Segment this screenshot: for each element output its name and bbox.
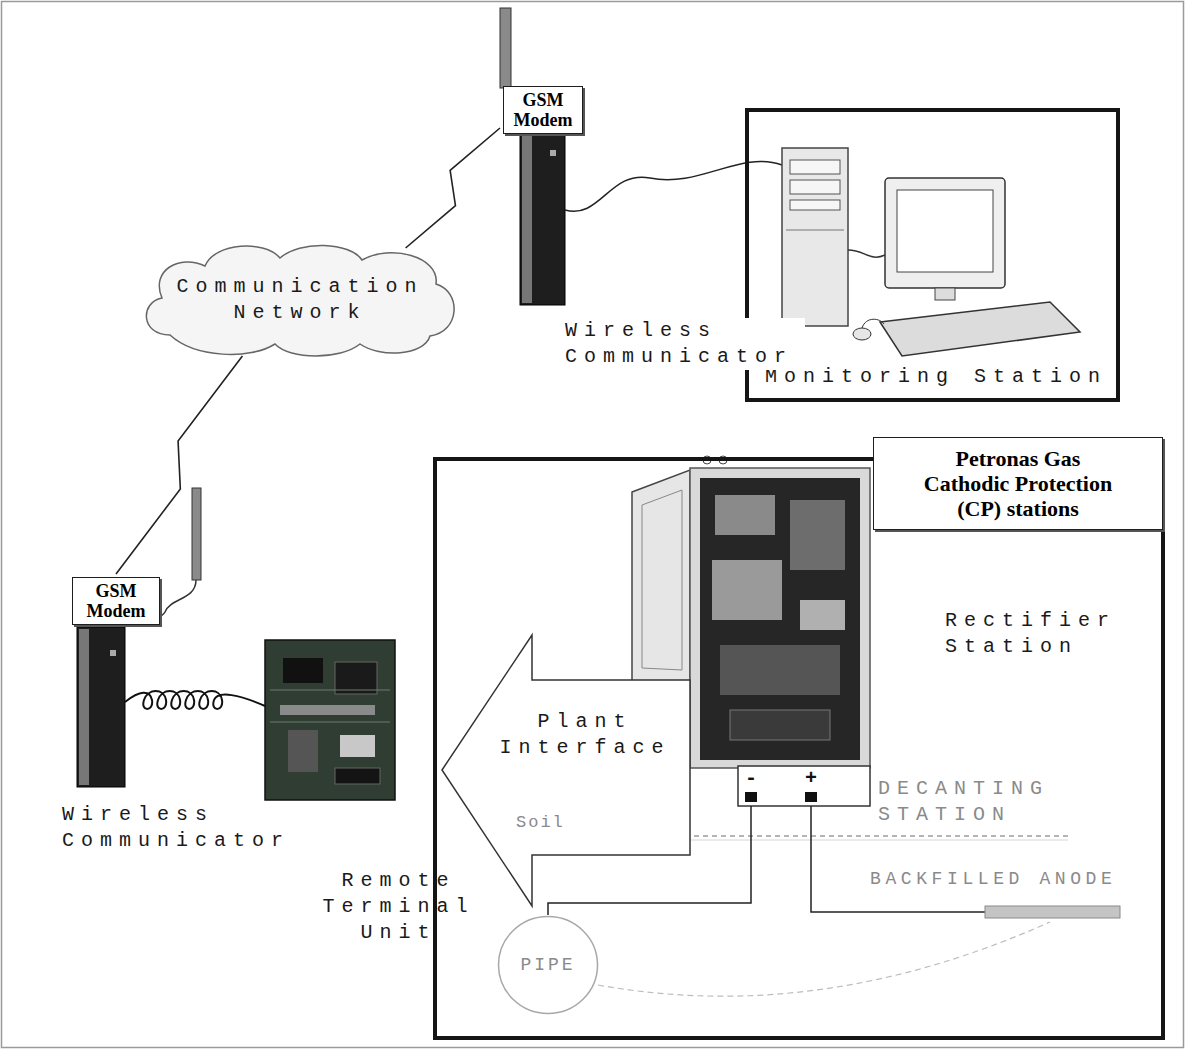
- radio-link: [406, 128, 500, 248]
- cabinet-body: [690, 468, 870, 768]
- terminal-sign: -: [745, 768, 757, 790]
- device-led: [550, 150, 556, 156]
- node-label: PIPE: [520, 952, 575, 978]
- cp-station-frame: Rectifier StationPetronas Gas Cathodic P…: [433, 457, 1165, 1040]
- node-label: Rectifier Station: [945, 608, 1135, 660]
- coiled-cable: [125, 691, 265, 709]
- circle-outline: [499, 917, 598, 1014]
- cloud-outline: [146, 245, 454, 356]
- antenna: [192, 488, 201, 580]
- drive-bay: [790, 160, 840, 174]
- node-label: Petronas Gas Cathodic Protection (CP) st…: [917, 446, 1119, 521]
- network-cloud: Communication Network: [140, 240, 460, 360]
- component: [340, 735, 375, 757]
- modem-box: GSM Modem: [72, 577, 160, 625]
- tower-line: [786, 230, 844, 231]
- interface-arrow: Plant Interface: [440, 633, 690, 908]
- lightning-line: [116, 356, 242, 574]
- monitor-stand: [935, 288, 955, 300]
- keyboard: [880, 302, 1080, 356]
- drive-bay: [790, 180, 840, 194]
- rectifier-part: [800, 600, 845, 630]
- connector: [280, 705, 375, 715]
- rectifier-part: [712, 560, 782, 620]
- device-label: Remote Terminal Unit: [316, 868, 481, 946]
- monitor-cable: [848, 250, 885, 257]
- device-led: [110, 650, 116, 656]
- node-label: Plant Interface: [495, 709, 675, 761]
- trace: [270, 722, 390, 723]
- cabinet-inside: [700, 478, 860, 760]
- rectifier-part: [715, 495, 775, 535]
- radio-link: [116, 356, 242, 574]
- monitor: [885, 178, 1005, 288]
- device-label: Wireless Communicator: [62, 802, 302, 854]
- node-label: Monitoring Station: [765, 364, 1107, 390]
- arrow-shape: [440, 633, 690, 908]
- arrow-outline: [442, 635, 690, 906]
- antenna: [500, 8, 511, 88]
- terminal: [745, 792, 757, 802]
- lightning-line: [406, 128, 500, 248]
- rtu-board: [265, 640, 395, 800]
- title-box: Petronas Gas Cathodic Protection (CP) st…: [873, 437, 1163, 530]
- terminal-strip: [738, 766, 870, 806]
- anode-bar: [985, 906, 1120, 918]
- communicator-device: [520, 130, 565, 305]
- station-label: DECANTING STATION: [878, 776, 1078, 828]
- cloud-shape: [140, 240, 460, 360]
- anode-label: BACKFILLED ANODE: [870, 866, 1116, 892]
- trace: [270, 690, 390, 691]
- node-label: GSM Modem: [507, 90, 579, 130]
- rectifier-part: [720, 645, 840, 695]
- device-label: Wireless Communicator: [565, 318, 805, 370]
- terminal: [805, 792, 817, 802]
- modem-box: GSM Modem: [503, 86, 583, 134]
- chip: [288, 730, 318, 772]
- current-path: [598, 922, 1050, 996]
- communicator-device: [77, 627, 125, 787]
- pipe-circle: PIPE: [497, 915, 599, 1015]
- device-stripe: [79, 629, 89, 785]
- rectifier-part: [730, 710, 830, 740]
- node-label: GSM Modem: [80, 581, 152, 621]
- rectifier-part: [790, 500, 845, 570]
- door-panel: [642, 490, 682, 670]
- data-cable: [565, 161, 782, 211]
- drive-bay: [790, 200, 840, 210]
- device-stripe: [522, 132, 532, 303]
- mouse: [853, 328, 871, 340]
- node-label: Communication Network: [165, 274, 435, 326]
- mouse-cable: [862, 319, 884, 328]
- chip: [335, 768, 380, 784]
- monitor-screen: [897, 190, 993, 272]
- chip: [283, 658, 323, 683]
- chip: [335, 662, 377, 694]
- terminal-sign: +: [805, 768, 817, 790]
- soil-label: Soil: [516, 810, 565, 836]
- pc-tower: [782, 148, 848, 326]
